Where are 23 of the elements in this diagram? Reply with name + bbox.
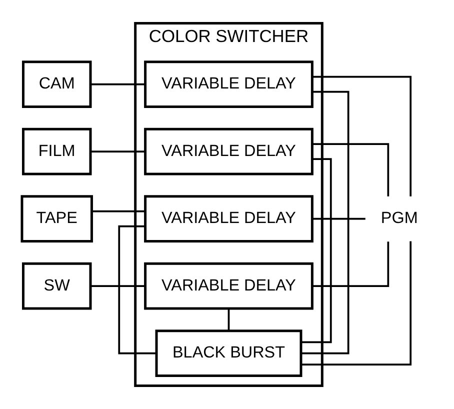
connector [300,158,332,344]
connector [312,143,389,196]
connector [90,83,144,86]
connector [312,242,389,288]
connector [90,150,144,152]
node-box: VARIABLE DELAY [144,60,313,108]
node-box: VARIABLE DELAY [144,195,313,242]
node-box: VARIABLE DELAY [144,128,313,176]
connector [92,210,144,212]
node-box: VARIABLE DELAY [144,262,313,310]
node-box: TAPE [20,195,92,242]
node-text: PGM [380,209,418,228]
connector [312,76,412,196]
connector [300,90,349,354]
connector [312,218,365,220]
node-box: FILM [21,128,92,176]
node-box: BLACK BURST [154,330,302,377]
connector [118,225,156,354]
node-box: CAM [21,60,92,108]
connector [90,285,144,288]
connector [300,241,412,366]
connector [227,308,230,331]
node-box: SW [21,262,92,310]
